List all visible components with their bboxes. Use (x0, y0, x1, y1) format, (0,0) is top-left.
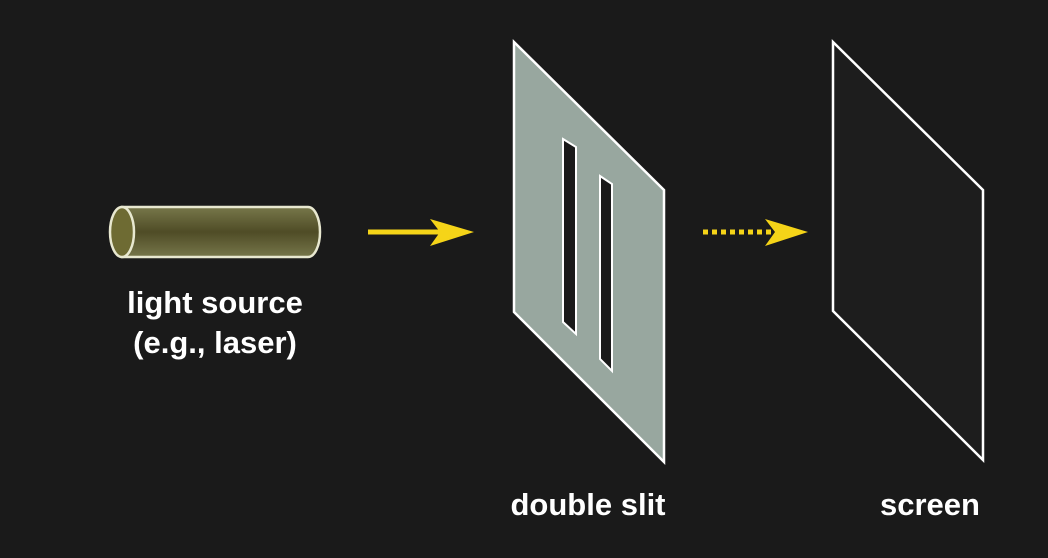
light-source-cylinder (108, 205, 322, 259)
screen-panel (831, 39, 985, 464)
double-slit-panel (512, 39, 666, 466)
slit-1 (562, 137, 577, 337)
slit-2 (599, 174, 613, 374)
screen-label: screen (880, 487, 980, 522)
incident-arrow (368, 219, 474, 246)
double-slit-label: double slit (510, 487, 666, 522)
light-source-label: light source (e.g., laser) (95, 283, 335, 363)
light-source-label-line2: (e.g., laser) (133, 325, 297, 360)
diffracted-dotted-arrow (703, 219, 808, 246)
light-source-label-line1: light source (127, 285, 303, 320)
